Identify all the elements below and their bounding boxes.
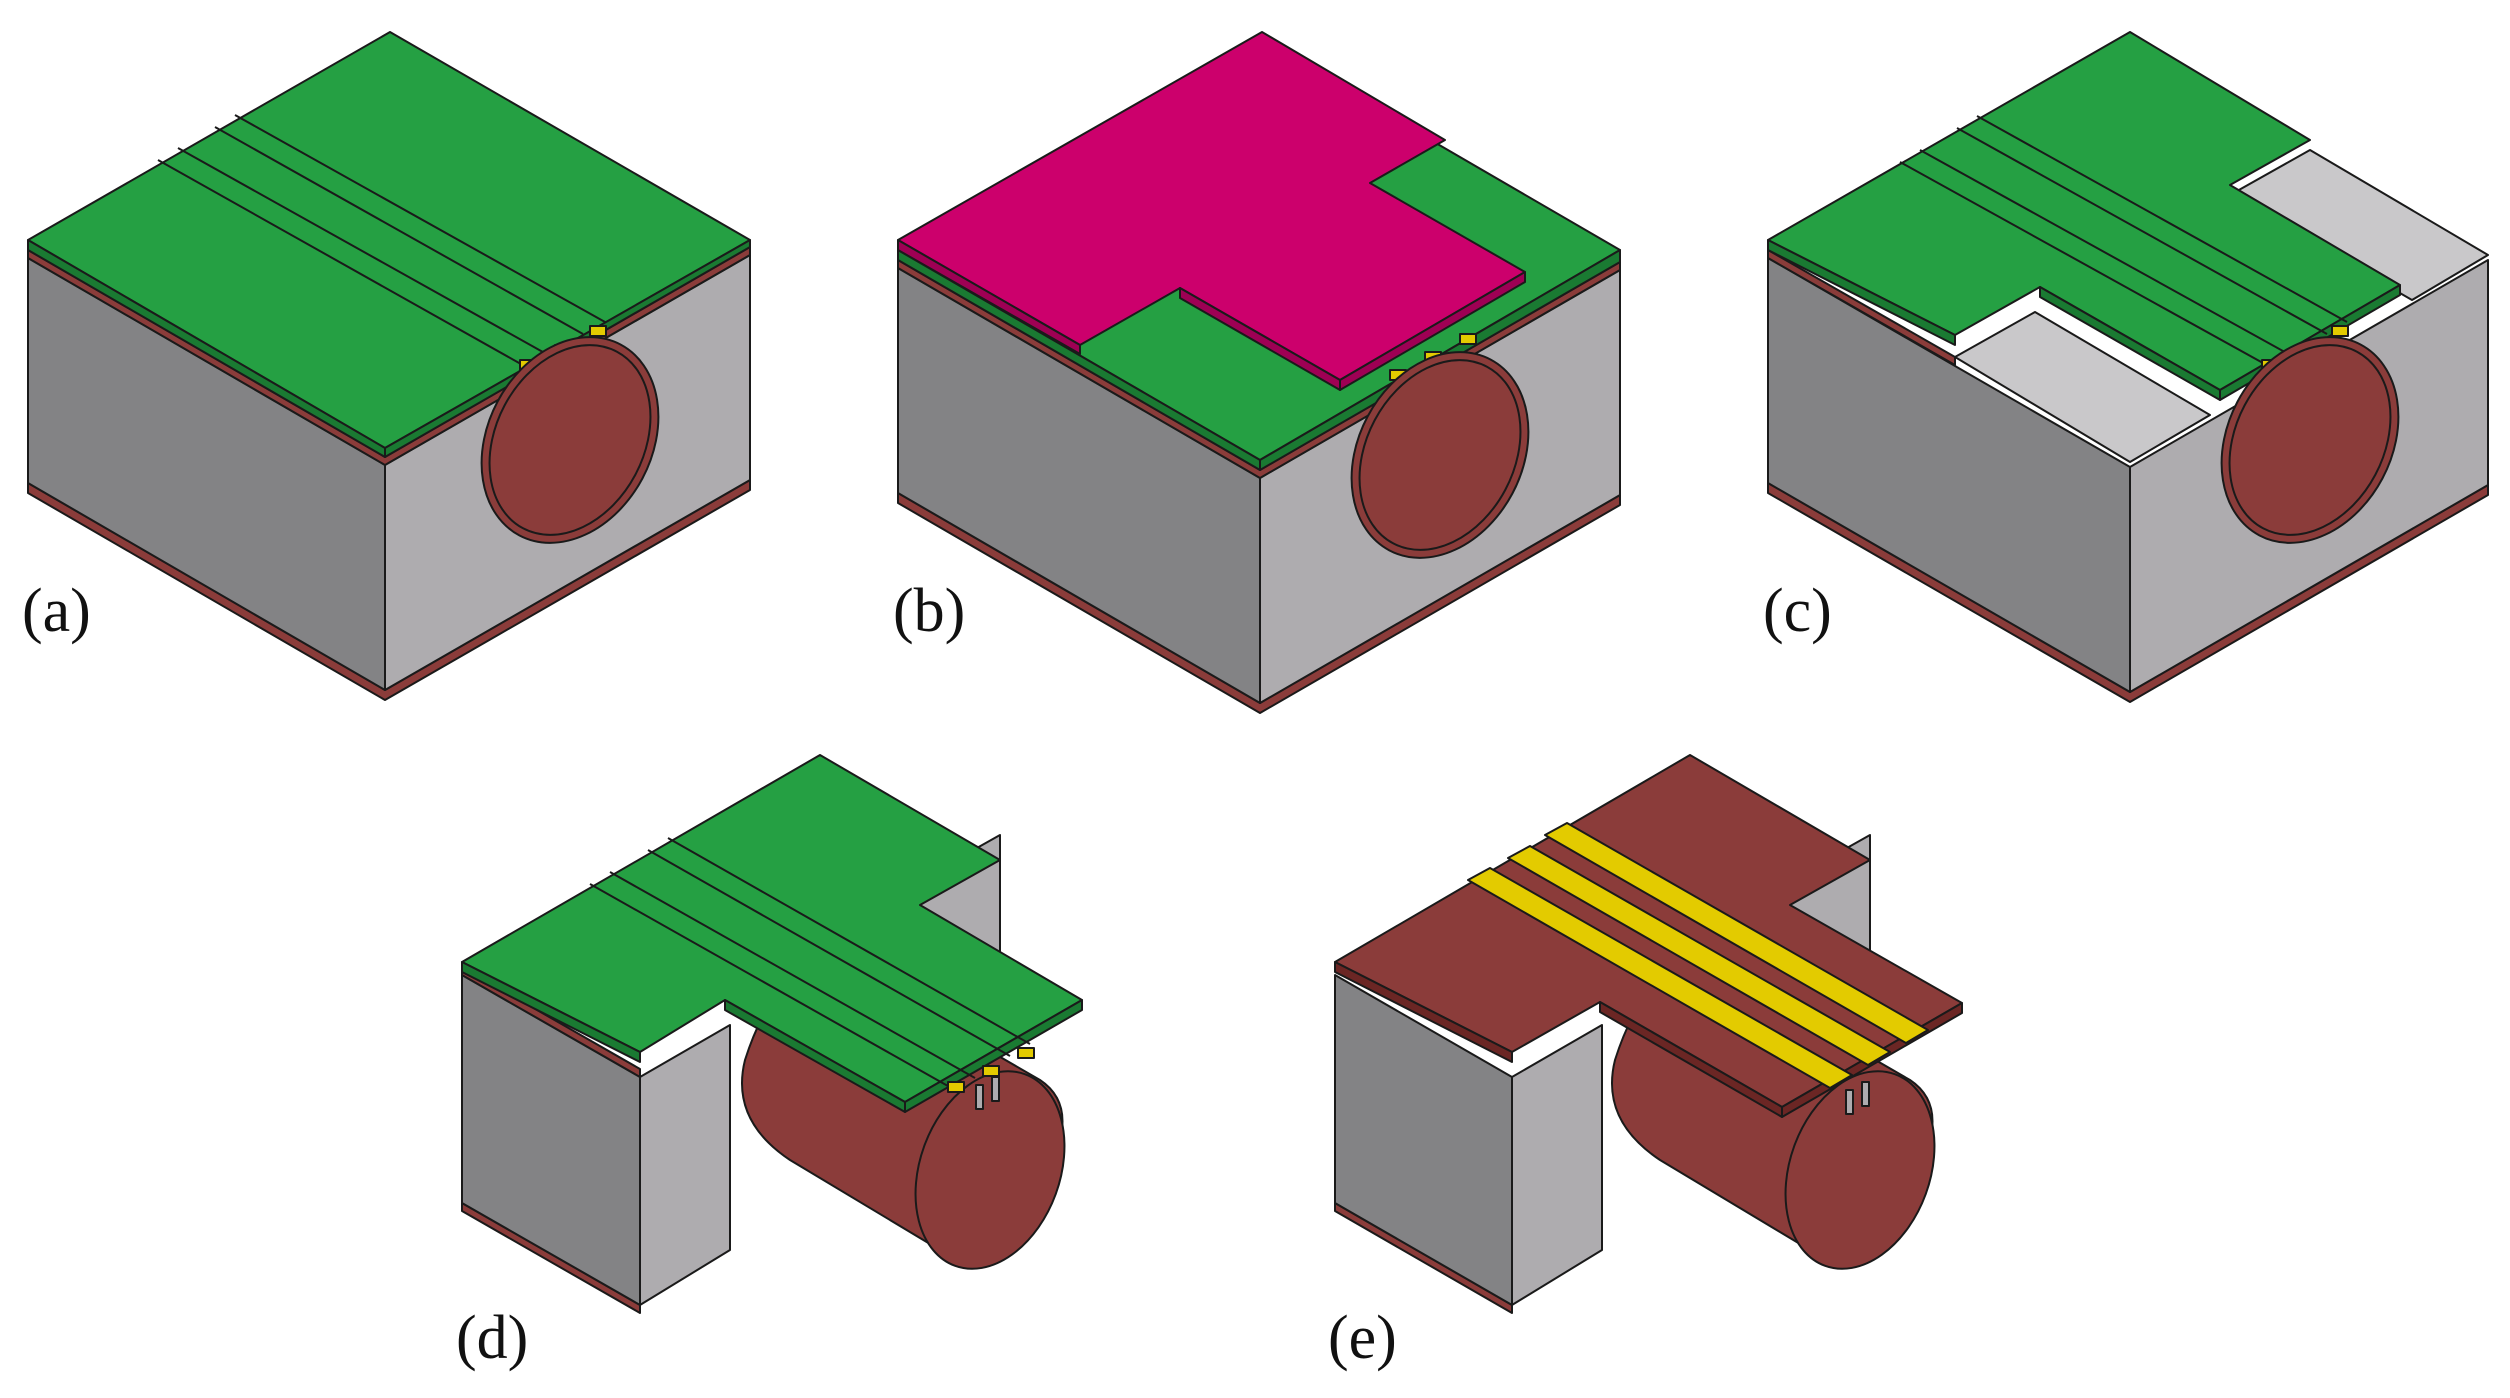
panel-e-cover-edge <box>1334 961 1513 1063</box>
panel-label-d: (d) <box>456 1304 529 1372</box>
panel-d-strip-end <box>947 1081 965 1093</box>
panel-a-slot-line <box>157 159 529 369</box>
panel-e-probe <box>1845 1089 1854 1115</box>
panel-label-a: (a) <box>22 577 91 645</box>
panel-d-probe <box>991 1076 1000 1102</box>
panel-c-tube-inner <box>2228 344 2392 536</box>
panel-d-strip-end <box>982 1065 1000 1077</box>
panel-e-strip <box>1467 867 1853 1089</box>
panel-c-slot-line <box>1976 115 2348 323</box>
panel-d-slot-line <box>589 883 956 1091</box>
panel-b-strip-end <box>1459 333 1477 345</box>
panel-d-slot-line <box>667 837 1031 1045</box>
panel-a-full-block <box>27 31 751 701</box>
panel-c-strip-end <box>2331 325 2349 337</box>
panel-e-right-face <box>1511 1024 1603 1306</box>
panel-e-tube-opening <box>1784 1070 1936 1270</box>
panel-d-probe <box>975 1084 984 1110</box>
panel-label-c: (c) <box>1763 577 1832 645</box>
panel-a-slot-line <box>234 114 606 323</box>
panel-b-with-cover <box>897 31 1621 714</box>
panel-e-metal-cover-tube <box>1334 754 1963 1314</box>
panel-d-slot-line <box>647 849 1011 1057</box>
panel-c-slot-line <box>1899 161 2273 369</box>
panel-d-cut-block-tube <box>461 754 1083 1314</box>
panel-e-strip <box>1507 845 1891 1066</box>
panel-label-b: (b) <box>893 577 966 645</box>
panel-b-tube-inner <box>1358 359 1522 551</box>
panel-d-right-face <box>639 1024 731 1306</box>
panel-a-tube-inner <box>488 344 652 536</box>
panel-a-slot-line <box>177 147 551 357</box>
panel-c-exposed-top-front <box>1954 311 2211 463</box>
panel-b-cover-edge <box>1339 271 1526 391</box>
panel-label-e: (e) <box>1328 1304 1397 1372</box>
panel-c-slot-line <box>1956 127 2328 335</box>
panel-e-probe <box>1861 1081 1870 1107</box>
panel-a-strip-end <box>589 325 607 337</box>
panel-d-strip-end <box>1017 1047 1035 1059</box>
panel-b-cover-edge <box>897 239 1081 355</box>
panel-c-stepped-block <box>1767 31 2489 703</box>
panel-a-slot-line <box>214 126 584 335</box>
panel-c-substrate-edge <box>1767 239 1956 346</box>
panel-e-strip <box>1544 822 1929 1044</box>
panel-d-substrate-edge <box>461 961 641 1063</box>
panel-d-slot-line <box>609 871 976 1079</box>
panel-d-tube-opening <box>914 1070 1066 1270</box>
panel-c-ground-layer <box>1767 249 1956 366</box>
panel-c-slot-line <box>1919 149 2293 357</box>
